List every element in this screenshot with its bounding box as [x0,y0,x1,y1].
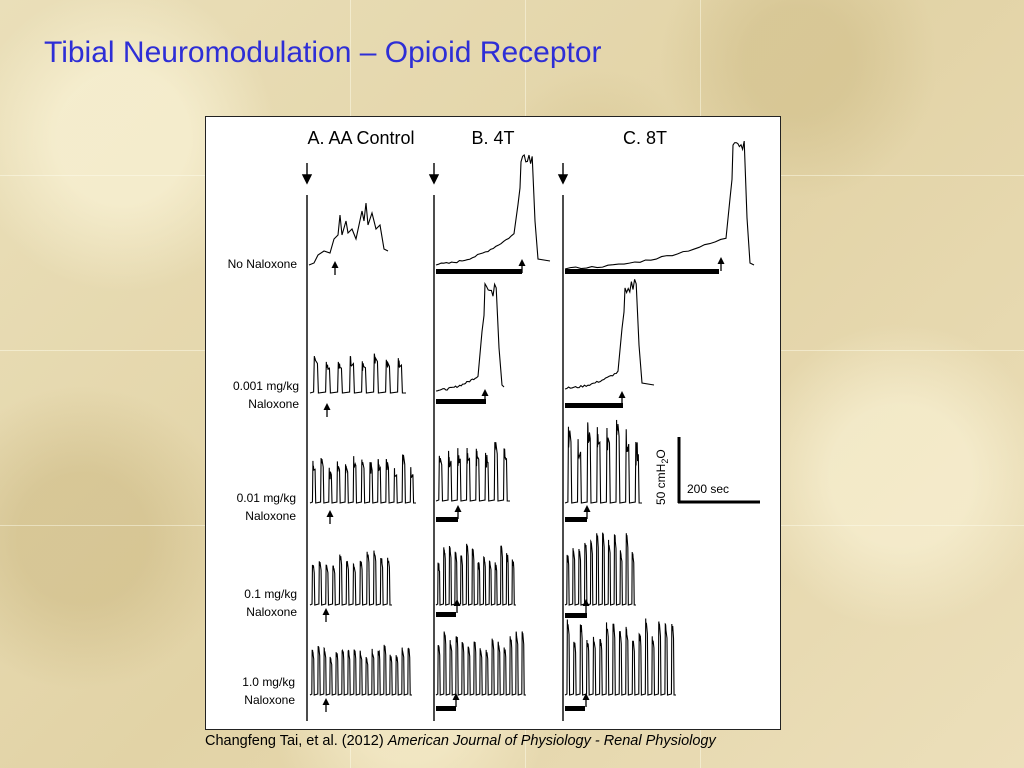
up-arrow [326,510,334,524]
trace-a-01 [309,550,392,606]
citation: Changfeng Tai, et al. (2012) American Jo… [205,733,716,749]
up-arrow [582,599,590,613]
scale-bar: 200 sec 50 cmH2O [654,437,760,505]
up-arrow [323,403,331,417]
trace-b-01 [435,543,516,606]
row-label-naloxone: Naloxone [244,693,295,707]
trace-b-10 [435,631,526,696]
stimulation-bar [436,517,458,522]
column-label-4t: B. 4T [471,128,514,148]
citation-authors: Changfeng Tai, et al. (2012) [205,733,388,749]
trace-c-001 [564,419,642,504]
trace-b-no-naloxone [435,154,551,266]
row-label-naloxone: Naloxone [246,605,297,619]
row-label-dose-001: 0.01 mg/kg [237,491,296,505]
trace-a-10 [309,644,412,696]
slide-title: Tibial Neuromodulation – Opioid Receptor [44,36,602,69]
column-label-aa-control: A. AA Control [307,128,414,148]
row-label-naloxone: Naloxone [245,509,296,523]
up-arrow [717,257,725,271]
trace-a-001 [309,454,416,504]
up-arrow [481,389,489,403]
scale-bar-pressure-label: 50 cmH2O [654,449,670,505]
up-arrow [453,599,461,613]
trace-b-0001 [435,281,505,392]
up-arrow [452,693,460,707]
row-label-dose-0001: 0.001 mg/kg [233,379,299,393]
row-label-no-naloxone: No Naloxone [228,257,298,271]
stimulation-bar [436,612,456,617]
stimulation-bar [565,706,585,711]
citation-journal: American Journal of Physiology - Renal P… [387,733,716,749]
stimulation-bar [565,403,623,408]
row-label-dose-10: 1.0 mg/kg [242,675,295,689]
pressure-traces [308,140,755,712]
figure-svg: A. AA Control B. 4T C. 8T No Naloxone 0.… [228,128,760,721]
stimulation-bar [565,517,587,522]
up-arrow [322,608,330,622]
stimulation-bar [565,269,719,274]
top-arrows [301,163,569,185]
trace-b-001 [435,442,510,502]
up-arrow [331,261,339,275]
up-arrow [582,693,590,707]
trace-c-10 [564,618,676,696]
row-label-dose-01: 0.1 mg/kg [244,587,297,601]
stimulation-bar [565,613,587,618]
up-arrow [618,391,626,405]
column-label-8t: C. 8T [623,128,667,148]
row-label-naloxone: Naloxone [248,397,299,411]
up-arrow [518,259,526,273]
stimulation-bar [436,269,522,274]
up-arrow [583,505,591,519]
stimulation-bar [436,399,486,404]
trace-a-no-naloxone [308,202,389,266]
up-arrow [322,698,330,712]
scale-bar-time-label: 200 sec [687,482,729,496]
trace-a-0001 [309,353,406,394]
figure-panel: A. AA Control B. 4T C. 8T No Naloxone 0.… [205,116,781,730]
trace-c-no-naloxone [564,140,755,270]
up-arrow [454,505,462,519]
trace-c-01 [564,532,636,606]
trace-c-0001 [564,279,655,390]
stimulation-bar [436,706,456,711]
